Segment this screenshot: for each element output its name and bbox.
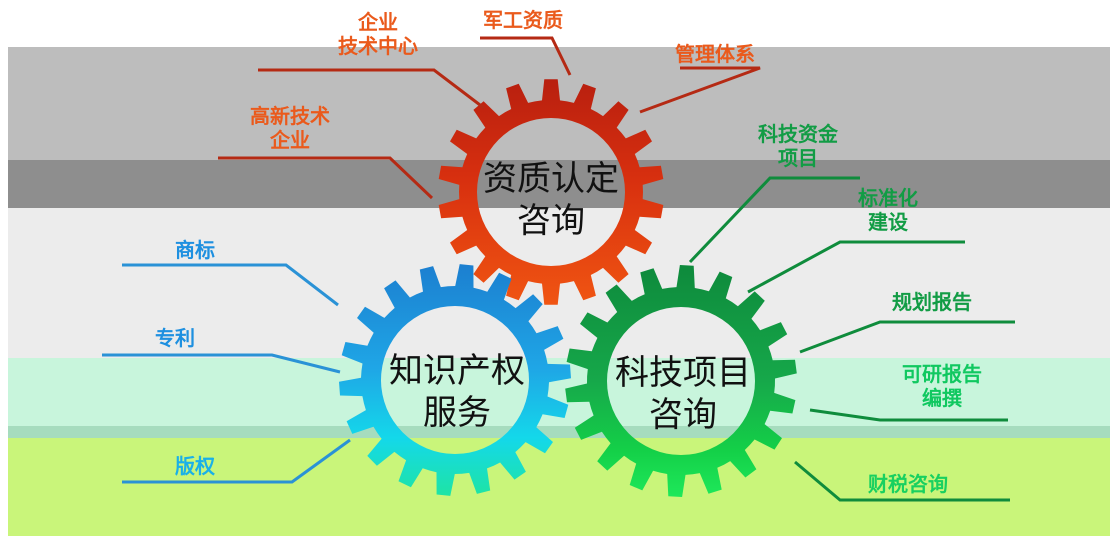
- label-standardization: 标准化 建设: [858, 186, 918, 234]
- ip-gear-icon: [339, 264, 571, 496]
- tech-title-line1: 科技项目: [615, 353, 751, 393]
- leader-high-tech: [218, 156, 434, 200]
- leader-management: [639, 66, 761, 114]
- leader-planning: [799, 320, 1015, 354]
- label-high-tech: 高新技术 企业: [250, 104, 330, 152]
- qualification-title-line2: 咨询: [517, 201, 585, 241]
- qualification-title-line1: 资质认定: [483, 159, 619, 199]
- leader-feasibility: [809, 408, 1008, 422]
- label-patent: 专利: [155, 326, 195, 350]
- label-planning: 规划报告: [892, 290, 972, 314]
- background-band-gray-dark: [8, 160, 1110, 208]
- label-copyright: 版权: [175, 454, 215, 478]
- qualification-gear-title: 资质认定 咨询: [456, 158, 646, 242]
- tech-title-line2: 咨询: [649, 395, 717, 435]
- tech-gear-icon: [565, 265, 797, 497]
- leader-standardization: [747, 240, 965, 294]
- label-enterprise-center: 企业 技术中心: [338, 10, 418, 58]
- label-funding: 科技资金 项目: [758, 122, 838, 170]
- background-band-green-strip: [8, 426, 1110, 438]
- leader-copyright: [122, 438, 351, 484]
- leader-enterprise-center: [258, 68, 485, 110]
- leader-funding: [688, 176, 860, 264]
- ip-title-line2: 服务: [423, 393, 491, 433]
- ip-gear-title: 知识产权 服务: [362, 350, 552, 434]
- leader-military: [480, 36, 572, 76]
- tech-leader-lines: [688, 176, 1015, 502]
- background-band-lime: [8, 438, 1110, 536]
- leader-patent: [102, 353, 341, 374]
- qualification-leader-lines: [218, 36, 761, 200]
- label-trademark: 商标: [175, 238, 215, 262]
- leader-tax: [794, 460, 1010, 502]
- label-military: 军工资质: [483, 8, 563, 32]
- qualification-gear-icon: [438, 79, 664, 305]
- tech-gear-title: 科技项目 咨询: [588, 352, 778, 436]
- leader-trademark: [122, 263, 339, 307]
- ip-title-line1: 知识产权: [389, 351, 525, 391]
- ip-leader-lines: [102, 263, 351, 484]
- label-tax: 财税咨询: [868, 472, 948, 496]
- label-feasibility: 可研报告 编撰: [902, 362, 982, 410]
- label-management: 管理体系: [675, 42, 755, 66]
